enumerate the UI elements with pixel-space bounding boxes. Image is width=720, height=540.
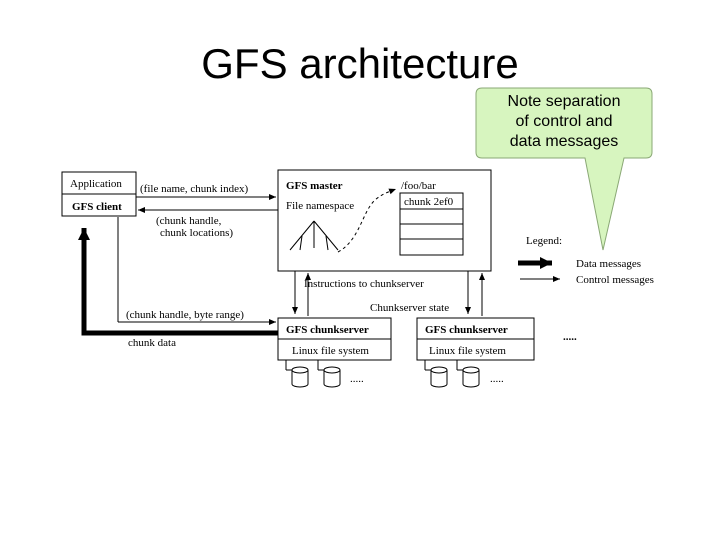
chunkserver-2-fs: Linux file system xyxy=(429,345,506,357)
byte-range-label: (chunk handle, byte range) xyxy=(126,309,244,321)
application-label: Application xyxy=(70,178,122,190)
legend-data-label: Data messages xyxy=(576,258,641,270)
callout-line-1: Note separation xyxy=(507,93,621,110)
legend-title: Legend: xyxy=(526,235,562,247)
master-box: GFS master File namespace /foo/bar chunk… xyxy=(277,169,492,272)
disk-icon xyxy=(323,366,341,388)
master-title: GFS master xyxy=(286,180,343,192)
more-disks-marker: ..... xyxy=(350,373,364,385)
more-disks-marker: ..... xyxy=(490,373,504,385)
chunkserver-box-1: GFS chunkserver Linux file system ..... xyxy=(277,317,392,388)
client-box: Application GFS client xyxy=(61,171,137,217)
chunk-locations-label: chunk locations) xyxy=(160,227,233,239)
callout-line-3: data messages xyxy=(509,133,619,150)
page-title: GFS architecture xyxy=(201,40,519,87)
legend: Legend: Data messages Control messages xyxy=(518,235,654,286)
instructions-label: Instructions to chunkserver xyxy=(304,278,424,290)
disk-icon xyxy=(291,366,309,388)
namespace-link-curve xyxy=(337,188,397,253)
chunkserver-1-fs: Linux file system xyxy=(292,345,369,357)
more-chunkservers-marker: ..... xyxy=(563,331,577,343)
disk-icon xyxy=(462,366,480,388)
path-label: /foo/bar xyxy=(401,180,436,192)
chunkserver-state-label: Chunkserver state xyxy=(370,302,449,314)
callout-line-2: of control and xyxy=(515,113,613,130)
disk-icon xyxy=(430,366,448,388)
chunk-data-arrow xyxy=(78,228,278,336)
file-namespace-label: File namespace xyxy=(286,200,354,212)
chunkserver-1-title: GFS chunkserver xyxy=(286,324,369,336)
chunkserver-box-2: GFS chunkserver Linux file system ..... xyxy=(416,317,535,388)
chunk-handle-label: (chunk handle, xyxy=(156,215,222,227)
chunk-label: chunk 2ef0 xyxy=(404,196,454,208)
gfs-client-label: GFS client xyxy=(72,201,122,213)
file-request-label: (file name, chunk index) xyxy=(140,183,248,195)
namespace-tree-icon xyxy=(289,220,339,251)
legend-control-label: Control messages xyxy=(576,274,654,286)
callout-bubble xyxy=(475,87,653,251)
callout-note: Note separation of control and data mess… xyxy=(476,92,652,152)
chunk-data-label: chunk data xyxy=(128,337,176,349)
chunkserver-2-title: GFS chunkserver xyxy=(425,324,508,336)
